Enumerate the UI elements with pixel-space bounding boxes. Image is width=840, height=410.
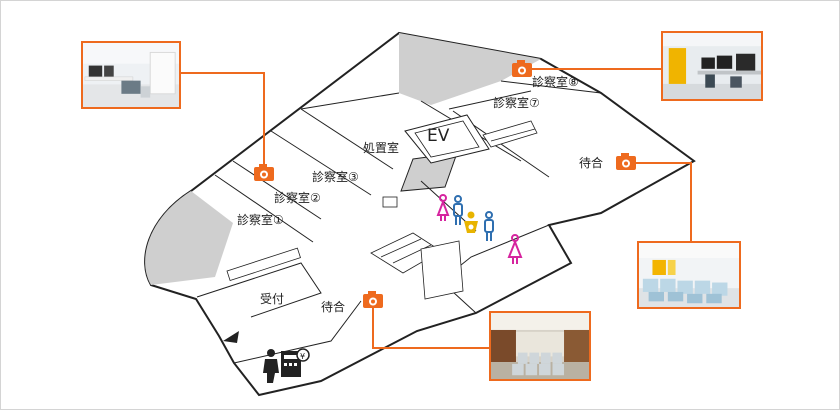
camera-icon[interactable] [254, 164, 274, 181]
room-label-exam-3: 診察室③ [312, 169, 359, 184]
room-label-treatment: 処置室 [363, 140, 399, 155]
photo-waiting-area-right[interactable] [637, 241, 741, 309]
payment-machine-icon: ¥ [263, 348, 310, 383]
elevator-box [404, 114, 490, 164]
photo-exam-room-right[interactable] [661, 31, 763, 101]
female-restroom-icon [436, 194, 450, 221]
stairs-upper [482, 120, 538, 148]
room-label-exam-7: 診察室⑦ [493, 95, 540, 110]
room-label-exam-1: 診察室① [237, 212, 284, 227]
male-restroom-icon [453, 195, 463, 225]
room-label-waiting-bottom: 待合 [321, 299, 345, 314]
camera-icon[interactable] [512, 60, 532, 77]
room-label-waiting-right: 待合 [579, 155, 603, 170]
camera-icon[interactable] [363, 291, 383, 308]
photo-waiting-area-bottom[interactable] [489, 311, 591, 381]
camera-icon[interactable] [616, 153, 636, 170]
svg-text:¥: ¥ [300, 352, 305, 361]
pillar [382, 196, 398, 208]
photo-exam-room-left[interactable] [81, 41, 181, 109]
shaded-area-top [399, 33, 541, 105]
photo-connectors [180, 68, 692, 349]
baby-care-icon [464, 211, 478, 233]
stairs-lower [370, 232, 464, 300]
room-label-elevator: EV [427, 126, 450, 146]
reception-desk [226, 247, 301, 282]
entrance-arrow-icon [223, 331, 239, 343]
male-restroom-icon-2 [484, 211, 494, 241]
room-label-exam-8: 診察室⑧ [532, 74, 579, 89]
shaded-area-left [145, 191, 233, 285]
female-restroom-icon-2 [507, 234, 523, 264]
room-label-exam-2: 診察室② [274, 190, 321, 205]
room-label-reception: 受付 [260, 292, 284, 306]
